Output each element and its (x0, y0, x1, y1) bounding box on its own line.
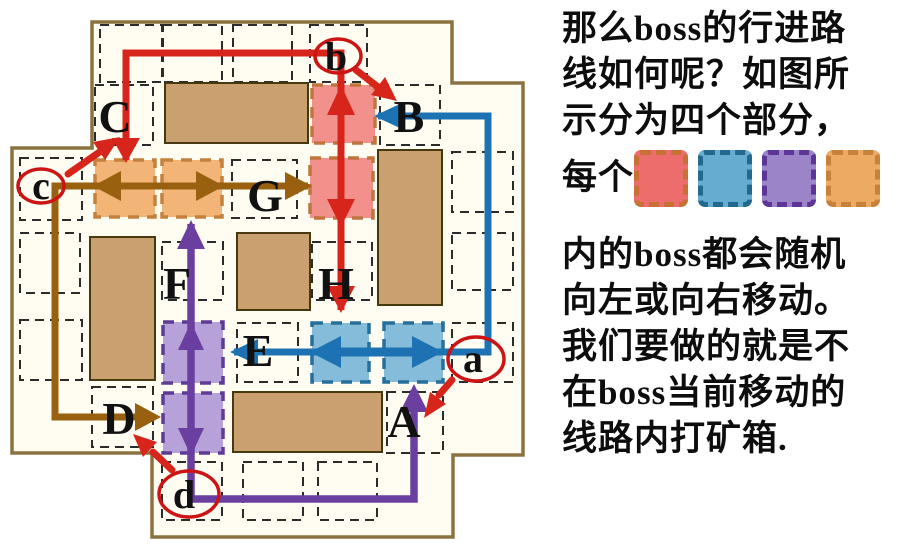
grid-cell (386, 391, 444, 454)
arrowhead-right (412, 336, 443, 368)
platform (377, 149, 443, 306)
arrowhead (133, 434, 157, 457)
arrowhead (93, 137, 120, 160)
arrowhead (371, 77, 397, 101)
paragraph2: 内的boss都会随机 向左或向右移动。 我们要做的就是不 在boss当前移动的 … (562, 232, 910, 462)
arrowhead-down (327, 199, 355, 227)
route-brown (51, 171, 312, 431)
paragraph2-line: 线路内打矿箱. (562, 419, 788, 458)
waypoint-label-C: C (98, 91, 131, 142)
arrowhead-left (310, 336, 341, 368)
paragraph1-line: 线如何呢？如图所 (562, 55, 851, 94)
arrowhead-down (178, 428, 204, 456)
marker-label-c: c (32, 163, 50, 208)
legend-swatch-red-zone (634, 149, 689, 207)
route-red (112, 49, 355, 313)
arrowhead-left (93, 171, 121, 201)
arrow-d-to-D (149, 448, 176, 474)
grid-cell (451, 232, 514, 291)
paragraph2-line: 我们要做的就是不 (562, 327, 851, 366)
waypoint-label-H: H (318, 258, 354, 309)
waypoint-labels: C B G H F E D A (98, 91, 424, 447)
arrowhead (424, 392, 446, 418)
route-purple-line (187, 224, 418, 503)
platform (164, 82, 309, 144)
arrow-b-to-B (352, 66, 382, 91)
marker-labels: b c a d (32, 34, 483, 517)
paragraph1-line: 那么boss的行进路 (562, 9, 847, 48)
route-red-line (122, 49, 345, 310)
marker-label-a: a (463, 336, 483, 381)
grid-cell (19, 319, 83, 381)
arrowhead-left (374, 103, 402, 129)
waypoint-label-E: E (243, 325, 274, 376)
legend-swatch-purple-zone (762, 149, 817, 207)
paragraph2-line: 在boss当前移动的 (562, 373, 847, 412)
arrowhead-down (327, 286, 355, 313)
waypoint-label-B: B (394, 91, 425, 142)
platform (236, 232, 311, 311)
arrowhead-down (112, 138, 140, 163)
marker-ring-c (16, 167, 66, 205)
arrowhead-up (178, 322, 204, 350)
paragraph2-line: 向左或向右移动。 (562, 281, 851, 320)
waypoint-label-G: G (247, 170, 283, 221)
marker-ring-b (313, 37, 363, 75)
legend-swatch-blue-zone (698, 149, 753, 207)
marker-label-b: b (325, 34, 347, 79)
platform (89, 236, 156, 381)
marker-rings (16, 37, 506, 519)
arrowhead-up (400, 384, 428, 412)
arrowhead-right (285, 172, 312, 200)
arrowhead-up (177, 220, 205, 249)
paragraph1-line: 示分为四个部分， (562, 101, 851, 140)
arrowhead-left (230, 339, 258, 365)
platforms (89, 82, 443, 453)
legend-swatch-orange-zone (826, 149, 881, 207)
route-blue (230, 103, 492, 368)
grid-cell (19, 232, 81, 294)
arrowhead-right (135, 403, 161, 431)
route-brown-line (51, 182, 308, 421)
waypoint-label-F: F (163, 258, 191, 309)
marker-ring-d (157, 469, 221, 519)
grid-cell (451, 151, 514, 213)
marker-ring-a (446, 335, 506, 383)
boss-route-map: C B G H F E D A b c a d (10, 20, 525, 539)
explanation-panel: 那么boss的行进路 线如何呢？如图所 示分为四个部分， 每个 内的boss都会… (562, 6, 910, 462)
arrowhead-up (327, 85, 355, 115)
route-purple (177, 220, 428, 503)
zone-legend: 每个 (562, 146, 910, 210)
paragraph1-line: 每个 (562, 158, 635, 197)
arrow-c-to-C (64, 147, 105, 178)
annotation-arrows (64, 66, 456, 474)
platform (232, 391, 383, 453)
marker-label-d: d (173, 472, 195, 517)
waypoint-label-D: D (102, 393, 135, 444)
arrow-a-to-A (435, 376, 456, 399)
waypoint-label-A: A (387, 396, 420, 447)
paragraph2-line: 内的boss都会随机 (562, 235, 847, 274)
grid-cell (242, 461, 304, 521)
arrowhead-right (196, 171, 224, 201)
